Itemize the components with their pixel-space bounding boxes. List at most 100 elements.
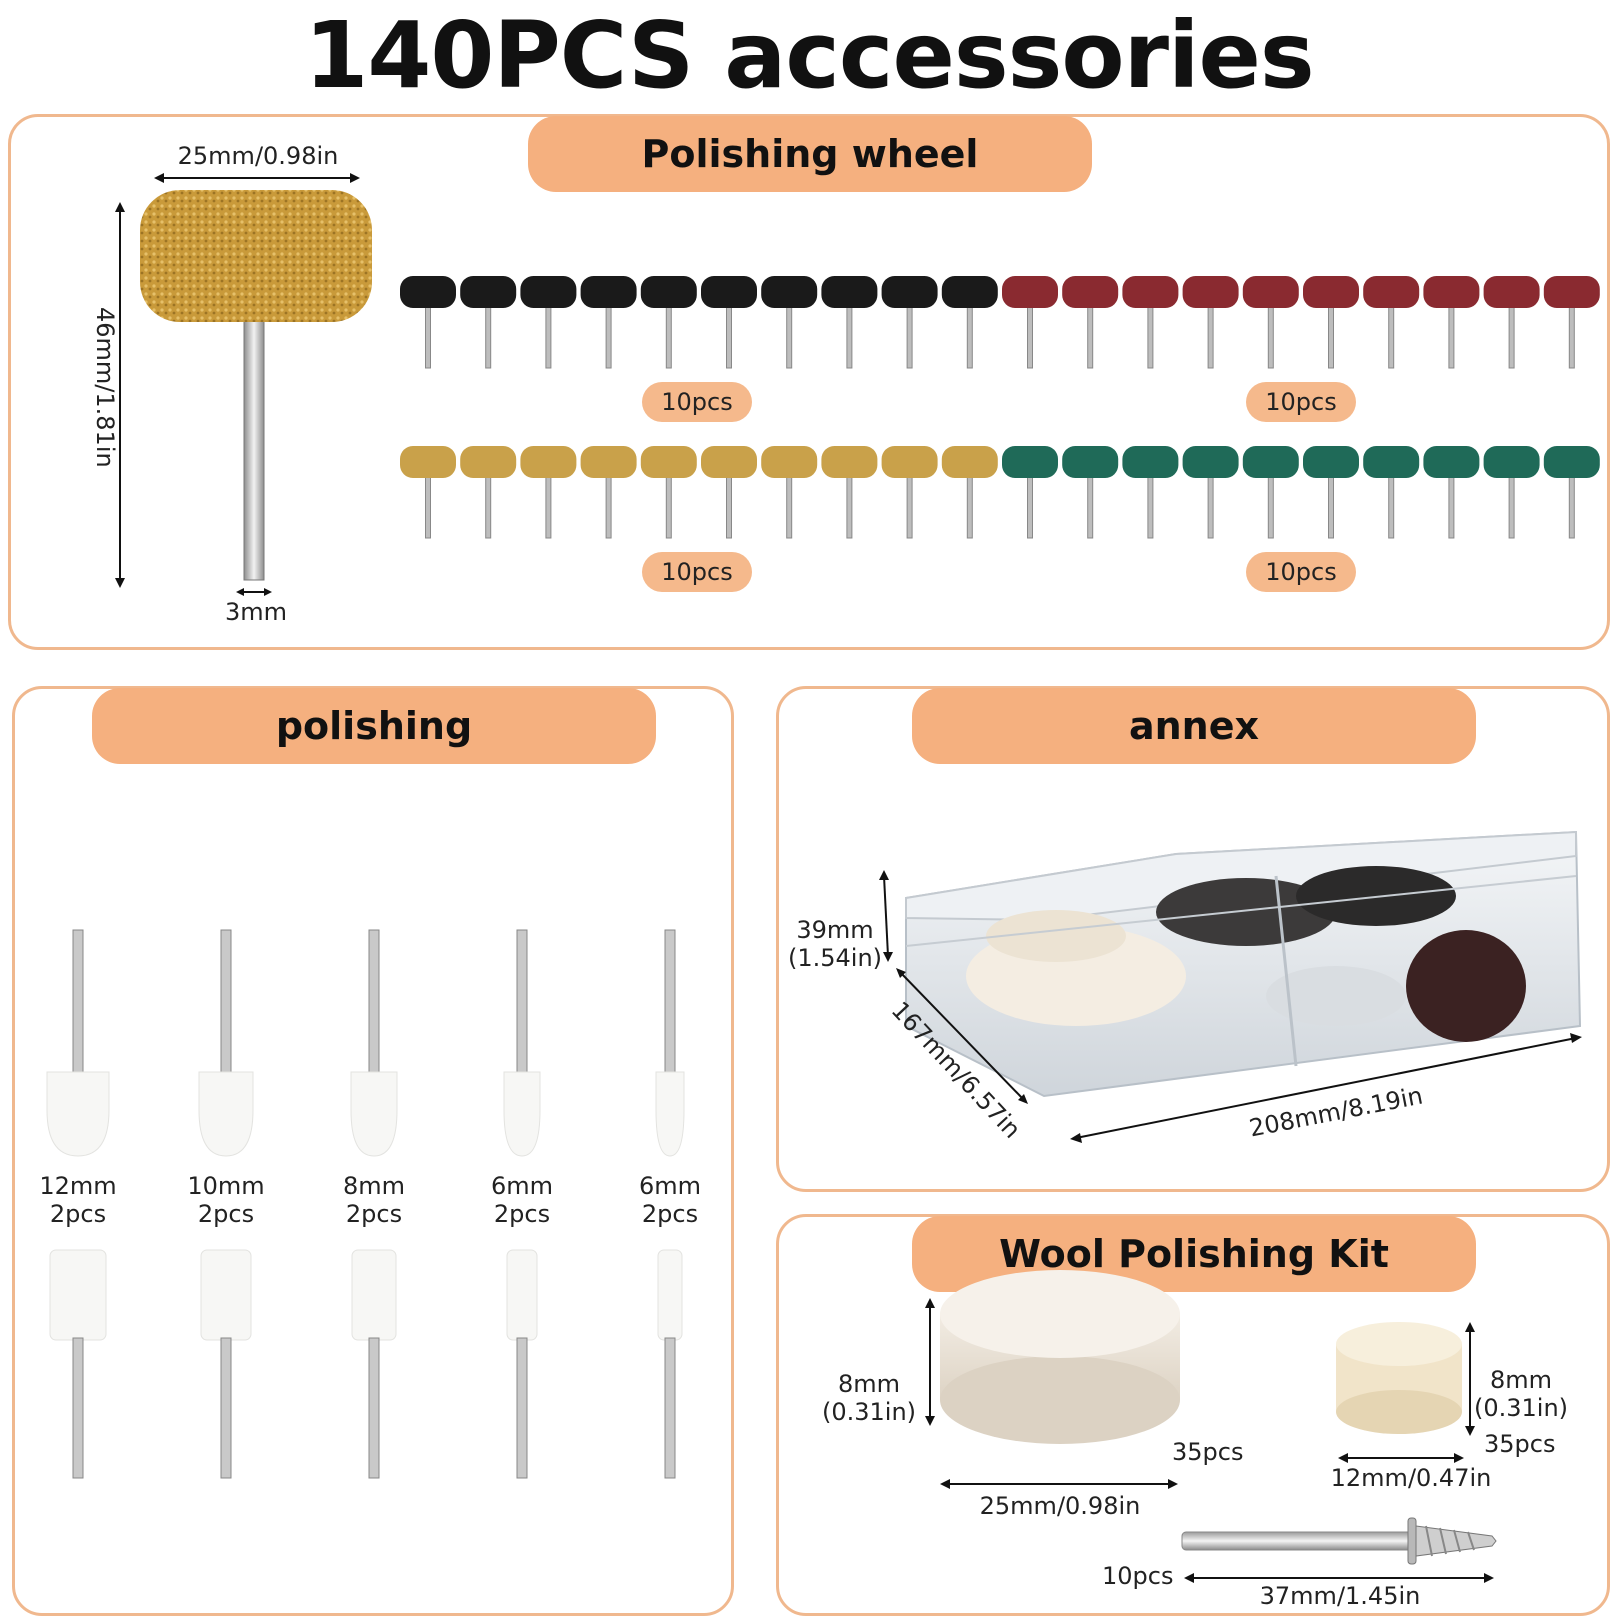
small-wheel-head <box>460 446 517 478</box>
felt-bit-shank <box>516 929 528 1081</box>
bit-size-1: 12mm <box>39 1172 117 1200</box>
mandrel-count: 10pcs <box>1102 1562 1174 1590</box>
small-wheel-head <box>761 276 818 308</box>
small-wheel-head <box>821 446 878 478</box>
felt-cylinder-tip <box>506 1249 538 1341</box>
wheel-shank <box>1027 303 1033 369</box>
big-wheel-width-label: 25mm/0.98in <box>177 142 339 170</box>
small-wheel-head <box>520 446 577 478</box>
small-pad-diameter: 12mm/0.47in <box>1330 1464 1492 1492</box>
small-wheel-head <box>400 276 456 308</box>
bit-size-4: 6mm <box>490 1172 554 1200</box>
small-wheel-head <box>1062 446 1119 478</box>
small-wheel-head <box>1002 276 1058 308</box>
wheel-count-badge-yellow: 10pcs <box>642 552 752 592</box>
felt-bit-shank <box>516 1337 528 1479</box>
small-pad-thickness-1: 8mm <box>1489 1366 1553 1394</box>
small-wheel-head <box>1423 446 1480 478</box>
small-wheel-head <box>640 276 697 308</box>
box-height-label-1: 39mm <box>796 916 874 944</box>
felt-cylinder-tip <box>657 1249 683 1341</box>
felt-bit-shank <box>72 1337 84 1479</box>
wheel-shank <box>966 473 973 539</box>
small-wheel-head <box>1363 446 1420 478</box>
storage-box-illustration <box>879 830 1582 1143</box>
mandrel-length: 37mm/1.45in <box>1259 1582 1421 1610</box>
wheel-shank <box>846 473 853 539</box>
small-wheel-head <box>520 276 577 308</box>
small-wheel-head <box>761 446 818 478</box>
polishing-wheel-heading: Polishing wheel <box>528 116 1092 192</box>
bit-size-2: 10mm <box>187 1172 265 1200</box>
small-wheel-head <box>1182 446 1239 478</box>
wool-pads-illustration <box>925 1270 1497 1583</box>
wheel-shank <box>786 303 793 369</box>
wheel-shank <box>1207 303 1214 369</box>
felt-cylinder-tip <box>351 1249 397 1341</box>
wheel-shank <box>1448 303 1455 369</box>
wheel-shank <box>1087 473 1094 539</box>
small-wheels-illustration <box>400 276 1600 539</box>
wheel-shank <box>1568 473 1575 539</box>
wheel-shank <box>1568 303 1575 369</box>
small-wheel-head <box>1182 276 1239 308</box>
small-wheel-head <box>941 446 998 478</box>
small-wheel-head <box>1483 446 1540 478</box>
felt-bit-shank <box>220 1337 232 1479</box>
wool-kit-heading: Wool Polishing Kit <box>912 1216 1476 1292</box>
bit-size-3: 8mm <box>342 1172 406 1200</box>
felt-bullet-tip <box>46 1071 110 1157</box>
small-wheel-head <box>1242 276 1299 308</box>
small-wheel-head <box>881 276 938 308</box>
small-pad-count: 35pcs <box>1484 1430 1556 1458</box>
large-pad-thickness-1: 8mm <box>837 1370 901 1398</box>
small-pad-thickness-2: (0.31in) <box>1473 1394 1569 1422</box>
small-wheel-head <box>1062 276 1119 308</box>
wheel-shank <box>1448 473 1455 539</box>
wheel-shank <box>1328 303 1334 369</box>
small-wheel-head <box>1242 446 1299 478</box>
felt-bits-illustration <box>46 929 685 1479</box>
bit-count-5: 2pcs <box>641 1200 699 1228</box>
wheel-shank <box>966 303 973 369</box>
bit-count-2: 2pcs <box>197 1200 255 1228</box>
wheel-shank <box>906 303 913 369</box>
small-wheel-head <box>881 446 938 478</box>
wheel-shank <box>1328 473 1334 539</box>
box-height-label-2: (1.54in) <box>788 944 883 972</box>
small-wheel-head <box>1303 276 1359 308</box>
felt-bit-shank <box>220 929 232 1081</box>
wheel-shank <box>1147 473 1154 539</box>
bit-count-1: 2pcs <box>49 1200 107 1228</box>
wheel-shank <box>906 473 913 539</box>
small-wheel-head <box>941 276 998 308</box>
wheel-shank <box>1087 303 1094 369</box>
small-wheel-head <box>1122 446 1179 478</box>
felt-bit-shank <box>368 1337 380 1479</box>
wheel-shank <box>1267 473 1274 539</box>
bit-size-5: 6mm <box>638 1172 702 1200</box>
small-wheel-head <box>1543 446 1600 478</box>
big-wheel-shank-label: 3mm <box>224 598 288 626</box>
felt-cylinder-tip <box>200 1249 252 1341</box>
small-wheel-head <box>1002 446 1058 478</box>
polishing-heading: polishing <box>92 688 656 764</box>
felt-bullet-tip <box>198 1071 254 1157</box>
wheel-shank <box>1388 303 1395 369</box>
wheel-shank <box>1027 473 1033 539</box>
wheel-shank <box>786 473 793 539</box>
felt-cylinder-tip <box>49 1249 107 1341</box>
bit-count-4: 2pcs <box>493 1200 551 1228</box>
felt-bullet-tip <box>655 1071 685 1157</box>
felt-bullet-tip <box>350 1071 398 1157</box>
small-wheel-head <box>400 446 456 478</box>
small-wheel-head <box>580 276 637 308</box>
wheel-shank <box>1508 303 1515 369</box>
small-wheel-head <box>1363 276 1420 308</box>
page-title: 140PCS accessories <box>304 2 1314 109</box>
small-wheel-head <box>1543 276 1600 308</box>
small-wheel-head <box>701 446 757 478</box>
small-wheel-head <box>580 446 637 478</box>
big-wheel-illustration <box>115 173 372 596</box>
small-wheel-head <box>640 446 697 478</box>
